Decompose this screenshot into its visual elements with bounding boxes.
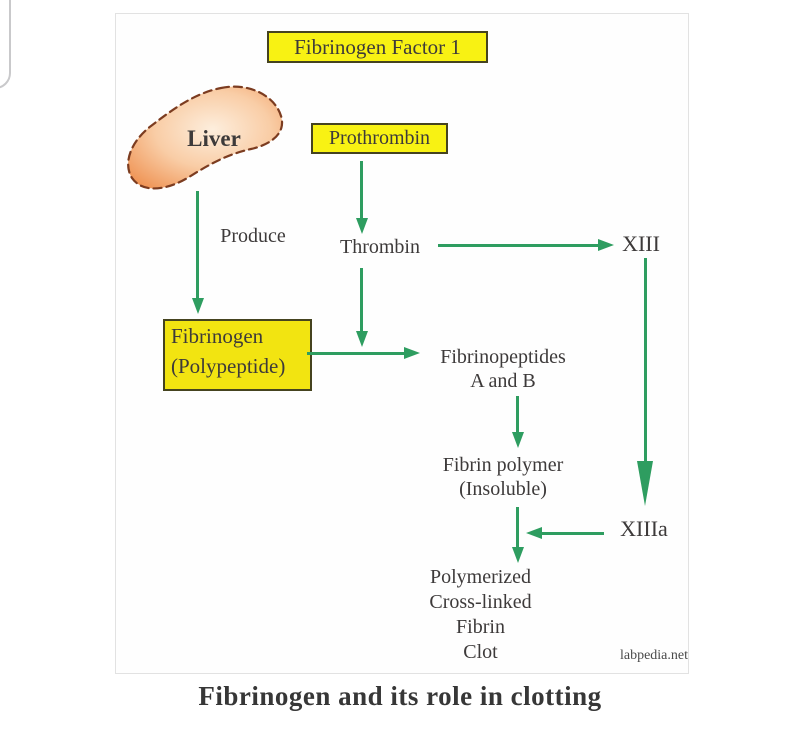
- factor-xiii-label: XIII: [622, 231, 660, 256]
- fibrin-polymer-line1: Fibrin polymer: [442, 454, 564, 476]
- fibrin-polymer-label: Fibrin polymer (Insoluble): [419, 453, 587, 501]
- arrowhead-thrombin-to-xiii: [598, 239, 614, 251]
- arrow-polymer-to-clot: [516, 507, 519, 548]
- produce-label: Produce: [220, 225, 286, 247]
- watermark: labpedia.net: [619, 648, 688, 663]
- diagram-title: Fibrinogen Factor 1: [294, 35, 461, 59]
- fibrinopeptides-line1: Fibrinopeptides: [440, 346, 566, 368]
- fibrinopeptides-label: Fibrinopeptides A and B: [419, 345, 587, 393]
- arrow-fibrinogen-to-fibrinopeptides: [307, 352, 405, 355]
- fibrinogen-line1: Fibrinogen: [171, 324, 264, 348]
- card-corner-artifact: [0, 0, 11, 89]
- title-box: Fibrinogen Factor 1: [267, 31, 488, 63]
- fibrin-polymer-line2: (Insoluble): [459, 478, 547, 500]
- clot-line2: Cross-linked: [429, 591, 532, 613]
- arrowhead-thrombin-down: [356, 331, 368, 347]
- prothrombin-label: Prothrombin: [328, 127, 431, 149]
- figure-caption: Fibrinogen and its role in clotting: [198, 681, 602, 711]
- arrowhead-xiii-to-xiiia: [637, 461, 653, 506]
- arrowhead-fibrinopeptides-to-polymer: [512, 432, 524, 448]
- clot-line3: Fibrin: [456, 616, 505, 638]
- clotting-diagram: Fibrinogen Factor 1 Liver Prothrombin Pr…: [115, 13, 689, 674]
- arrow-thrombin-to-xiii: [438, 244, 599, 247]
- liver-shape: Liver: [121, 80, 293, 210]
- arrowhead-prothrombin-to-thrombin: [356, 218, 368, 234]
- clot-label: Polymerized Cross-linked Fibrin Clot: [408, 565, 553, 665]
- fibrinogen-box: Fibrinogen (Polypeptide): [163, 319, 312, 391]
- fibrinogen-line2: (Polypeptide): [171, 354, 286, 378]
- arrowhead-polymer-to-clot: [512, 547, 524, 563]
- liver-label: Liver: [187, 126, 241, 151]
- thrombin-label: Thrombin: [340, 236, 420, 258]
- arrow-liver-to-fibrinogen: [196, 191, 199, 299]
- arrowhead-fibrinogen-to-fibrinopeptides: [404, 347, 420, 359]
- arrow-prothrombin-to-thrombin: [360, 161, 363, 219]
- prothrombin-box: Prothrombin: [311, 123, 448, 154]
- clot-line1: Polymerized: [429, 566, 532, 588]
- arrow-xiiia-to-junction: [542, 532, 604, 535]
- clot-line4: Clot: [463, 641, 498, 663]
- arrowhead-xiiia-to-junction: [526, 527, 542, 539]
- factor-xiiia-label: XIIIa: [620, 516, 668, 541]
- fibrinopeptides-line2: A and B: [470, 370, 536, 392]
- arrow-thrombin-down: [360, 268, 363, 332]
- arrowhead-liver-to-fibrinogen: [192, 298, 204, 314]
- arrow-xiii-to-xiiia: [644, 258, 647, 462]
- arrow-fibrinopeptides-to-polymer: [516, 396, 519, 433]
- liver-blob-icon: [127, 85, 284, 190]
